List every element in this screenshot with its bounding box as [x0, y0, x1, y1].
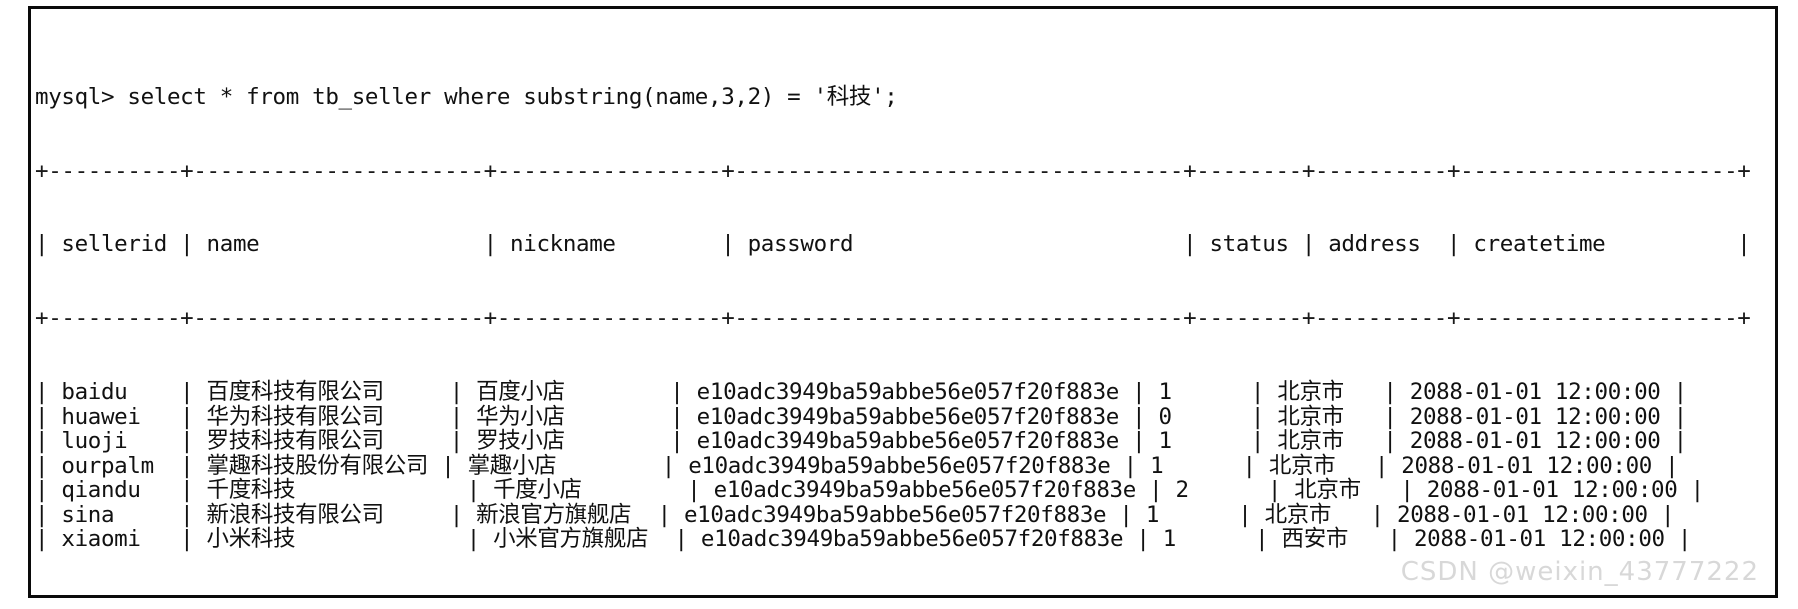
table-row: | qiandu | 千度科技 | 千度小店 | e10adc3949ba59a…: [35, 477, 1704, 504]
terminal-frame: mysql> select * from tb_seller where sub…: [28, 6, 1778, 598]
table-row: | luoji | 罗技科技有限公司 | 罗技小店 | e10adc3949ba…: [35, 428, 1687, 455]
result-1-header-rule: +----------+----------------------+-----…: [35, 305, 1751, 332]
table-row: | baidu | 百度科技有限公司 | 百度小店 | e10adc3949ba…: [35, 378, 1687, 405]
console-output[interactable]: mysql> select * from tb_seller where sub…: [35, 11, 1775, 595]
table-row: | xiaomi | 小米科技 | 小米官方旗舰店 | e10adc3949ba…: [35, 526, 1692, 553]
result-1-body: | baidu | 百度科技有限公司 | 百度小店 | e10adc3949ba…: [35, 380, 1775, 552]
result-1-top-rule: +----------+----------------------+-----…: [35, 157, 1751, 184]
table-row: | sina | 新浪科技有限公司 | 新浪官方旗舰店 | e10adc3949…: [35, 501, 1675, 528]
table-row: | huawei | 华为科技有限公司 | 华为小店 | e10adc3949b…: [35, 403, 1687, 430]
query-1-command: mysql> select * from tb_seller where sub…: [35, 83, 898, 110]
table-row: | ourpalm | 掌趣科技股份有限公司 | 掌趣小店 | e10adc39…: [35, 452, 1679, 479]
result-1-header-row: | sellerid | name | nickname | password …: [35, 231, 1751, 258]
